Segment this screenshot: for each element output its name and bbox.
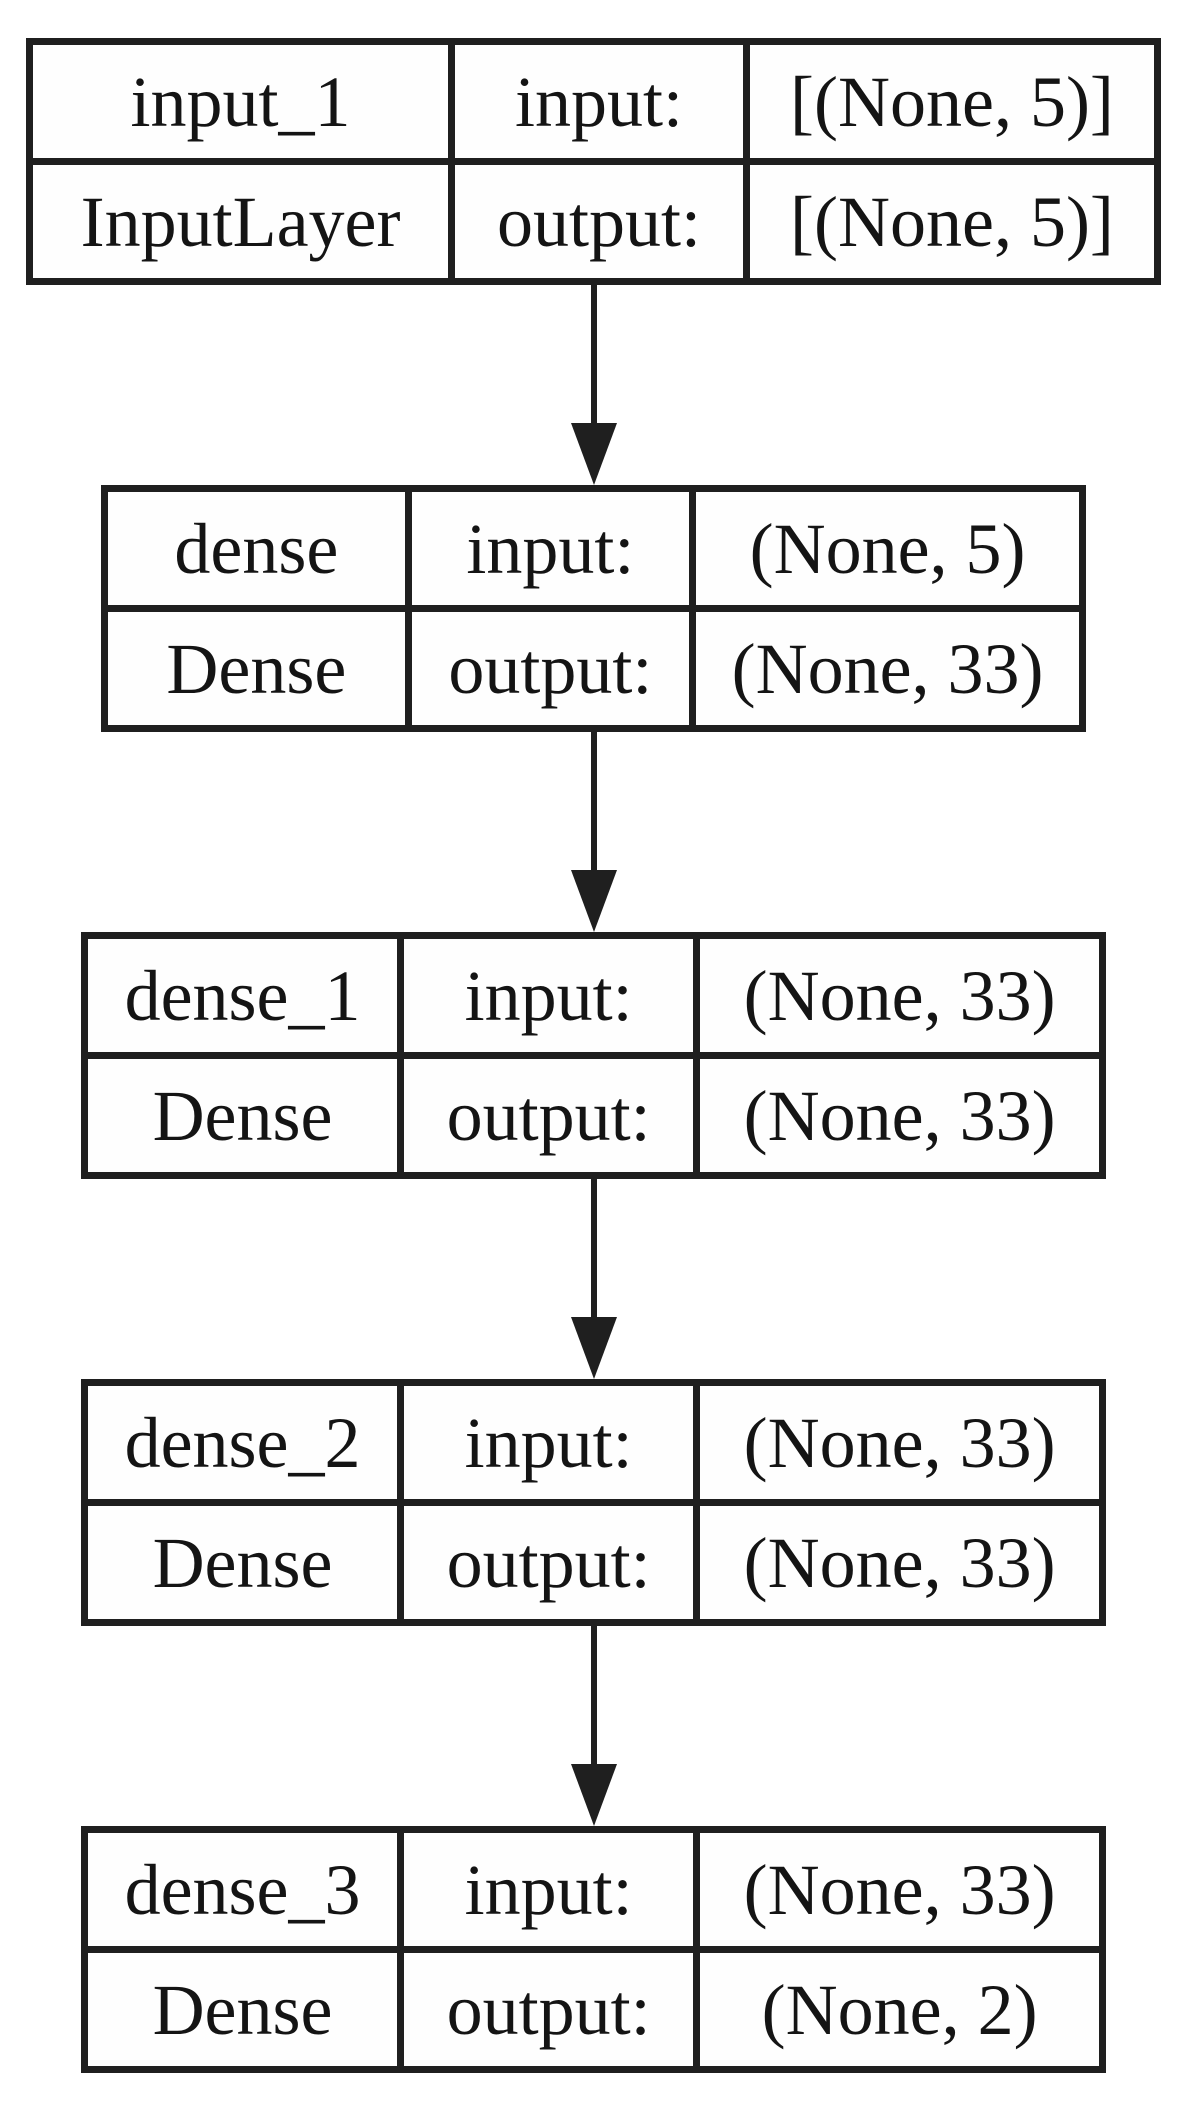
- arrow-line: [590, 285, 597, 423]
- arrow-down-icon: [570, 870, 617, 932]
- input-label: input:: [404, 939, 694, 1052]
- output-shape: (None, 33): [700, 1506, 1099, 1619]
- input-label: input:: [411, 492, 690, 605]
- layer-class: Dense: [108, 612, 405, 725]
- arrow-line: [590, 1179, 597, 1317]
- layer-block-input-1: input_1 input: [(None, 5)] InputLayer ou…: [26, 38, 1161, 285]
- input-shape: [(None, 5)]: [749, 45, 1154, 158]
- flow-arrow: [570, 285, 617, 485]
- flow-arrow: [570, 1626, 617, 1826]
- layer-block-dense-1: dense_1 input: (None, 33) Dense output: …: [81, 932, 1106, 1179]
- output-shape: (None, 33): [700, 1059, 1099, 1172]
- output-label: output:: [455, 165, 743, 278]
- layer-block-dense-3: dense_3 input: (None, 33) Dense output: …: [81, 1826, 1106, 2073]
- input-shape: (None, 33): [700, 939, 1099, 1052]
- layer-name: dense_3: [88, 1833, 398, 1946]
- arrow-down-icon: [570, 423, 617, 485]
- layer-class: InputLayer: [33, 165, 449, 278]
- layer-class: Dense: [88, 1059, 398, 1172]
- flow-arrow: [570, 1179, 617, 1379]
- output-label: output:: [404, 1059, 694, 1172]
- output-label: output:: [411, 612, 690, 725]
- layer-class: Dense: [88, 1953, 398, 2066]
- input-label: input:: [455, 45, 743, 158]
- flow-arrow: [570, 732, 617, 932]
- arrow-line: [590, 1626, 597, 1764]
- layer-name: dense_2: [88, 1386, 398, 1499]
- arrow-line: [590, 732, 597, 870]
- layer-block-dense-2: dense_2 input: (None, 33) Dense output: …: [81, 1379, 1106, 1626]
- layer-block-dense: dense input: (None, 5) Dense output: (No…: [101, 485, 1086, 732]
- layer-name: dense_1: [88, 939, 398, 1052]
- output-shape: (None, 2): [700, 1953, 1099, 2066]
- arrow-down-icon: [570, 1764, 617, 1826]
- input-shape: (None, 5): [696, 492, 1079, 605]
- output-shape: (None, 33): [696, 612, 1079, 725]
- input-shape: (None, 33): [700, 1833, 1099, 1946]
- input-label: input:: [404, 1386, 694, 1499]
- input-shape: (None, 33): [700, 1386, 1099, 1499]
- arrow-down-icon: [570, 1317, 617, 1379]
- layer-class: Dense: [88, 1506, 398, 1619]
- output-shape: [(None, 5)]: [749, 165, 1154, 278]
- output-label: output:: [404, 1953, 694, 2066]
- input-label: input:: [404, 1833, 694, 1946]
- layer-name: dense: [108, 492, 405, 605]
- layer-name: input_1: [33, 45, 449, 158]
- output-label: output:: [404, 1506, 694, 1619]
